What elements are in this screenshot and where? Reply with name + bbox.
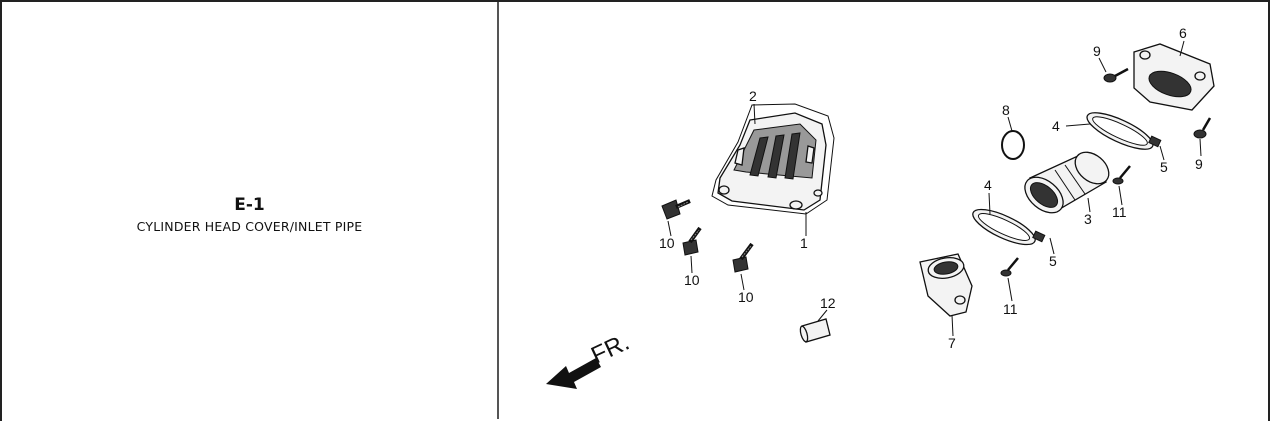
- part-11-screw-b: [1000, 257, 1019, 277]
- panel-divider: [497, 2, 499, 419]
- callout-8: 8: [1002, 102, 1010, 118]
- callout-labels: 1 2 3 4 4 5 5 6 7 8 9 9 10 10 10 11 11 1…: [659, 25, 1203, 351]
- section-header-panel: E-1 CYLINDER HEAD COVER/INLET PIPE: [2, 2, 497, 419]
- callout-9-lower: 9: [1195, 156, 1203, 172]
- callout-10-b: 10: [684, 272, 700, 288]
- part-10-bolt-a: [661, 199, 691, 220]
- callout-6: 6: [1179, 25, 1187, 41]
- callout-leaders: [667, 40, 1202, 337]
- section-title: CYLINDER HEAD COVER/INLET PIPE: [136, 219, 363, 234]
- section-code: E-1: [234, 195, 265, 215]
- part-6-flange-joint: [1133, 43, 1215, 111]
- part-8-o-ring: [1001, 130, 1025, 160]
- callout-12: 12: [820, 295, 836, 311]
- part-11-screw-a: [1112, 165, 1131, 185]
- callout-10-c: 10: [738, 289, 754, 305]
- callout-5-lower: 5: [1049, 253, 1057, 269]
- exploded-parts-diagram: 1 2 3 4 4 5 5 6 7 8 9 9 10 10 10 11 11 1…: [499, 2, 1264, 419]
- callout-7: 7: [948, 335, 956, 351]
- part-7-insulator: [919, 253, 973, 317]
- part-9-screw-b: [1193, 117, 1212, 139]
- callout-5-upper: 5: [1160, 159, 1168, 175]
- callout-4-upper: 4: [1052, 118, 1060, 134]
- part-10-bolt-b: [682, 226, 702, 256]
- front-direction-arrow: FR.: [546, 329, 634, 389]
- callout-3: 3: [1084, 211, 1092, 227]
- part-9-screw-a: [1103, 67, 1129, 83]
- part-1-head-cover: [717, 112, 827, 211]
- part-10-bolt-c: [732, 242, 754, 273]
- callout-4-lower: 4: [984, 177, 992, 193]
- part-4-clamp-lower: [972, 208, 1046, 246]
- part-3-inlet-pipe: [1024, 151, 1110, 214]
- callout-2: 2: [749, 88, 757, 104]
- callout-10-a: 10: [659, 235, 675, 251]
- part-12-dowel-pin: [799, 318, 831, 343]
- callout-1: 1: [800, 235, 808, 251]
- callout-11-lower: 11: [1003, 301, 1018, 317]
- callout-9-upper: 9: [1093, 43, 1101, 59]
- callout-11-upper: 11: [1112, 204, 1127, 220]
- part-4-clamp-upper: [1086, 112, 1162, 150]
